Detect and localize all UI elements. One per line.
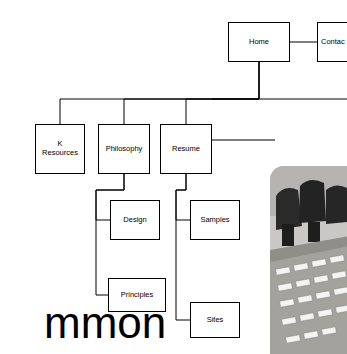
home-page-box: Home — [228, 22, 290, 62]
resume-page-box: Resume — [160, 124, 212, 174]
design-page-box: Design — [110, 200, 160, 240]
connector-line — [124, 62, 259, 124]
card-sort-photo — [270, 166, 347, 354]
contact-page-box: Contac — [317, 22, 347, 62]
connector-line — [186, 62, 259, 124]
page-label: Samples — [200, 216, 229, 225]
page-label: Philosophy — [106, 145, 143, 154]
page-label: Sites — [207, 316, 224, 325]
samples-page-box: Samples — [190, 200, 240, 240]
sites-page-box: Sites — [190, 302, 240, 338]
page-label: Principles — [121, 291, 154, 300]
page-label: Contac — [321, 38, 345, 47]
slide-heading-fragment: mmon — [44, 301, 166, 345]
page-label: Home — [249, 38, 269, 47]
branch-line — [212, 140, 275, 141]
connector-line — [60, 62, 259, 124]
page-label: Design — [123, 216, 146, 225]
philosophy-page-box: Philosophy — [98, 124, 150, 174]
page-label: K Resources — [40, 140, 80, 157]
resources-page-box: K Resources — [35, 124, 85, 174]
page-label: Resume — [172, 145, 200, 154]
connector-line — [290, 42, 317, 43]
connector-line — [176, 174, 190, 320]
connector-line — [176, 174, 190, 220]
